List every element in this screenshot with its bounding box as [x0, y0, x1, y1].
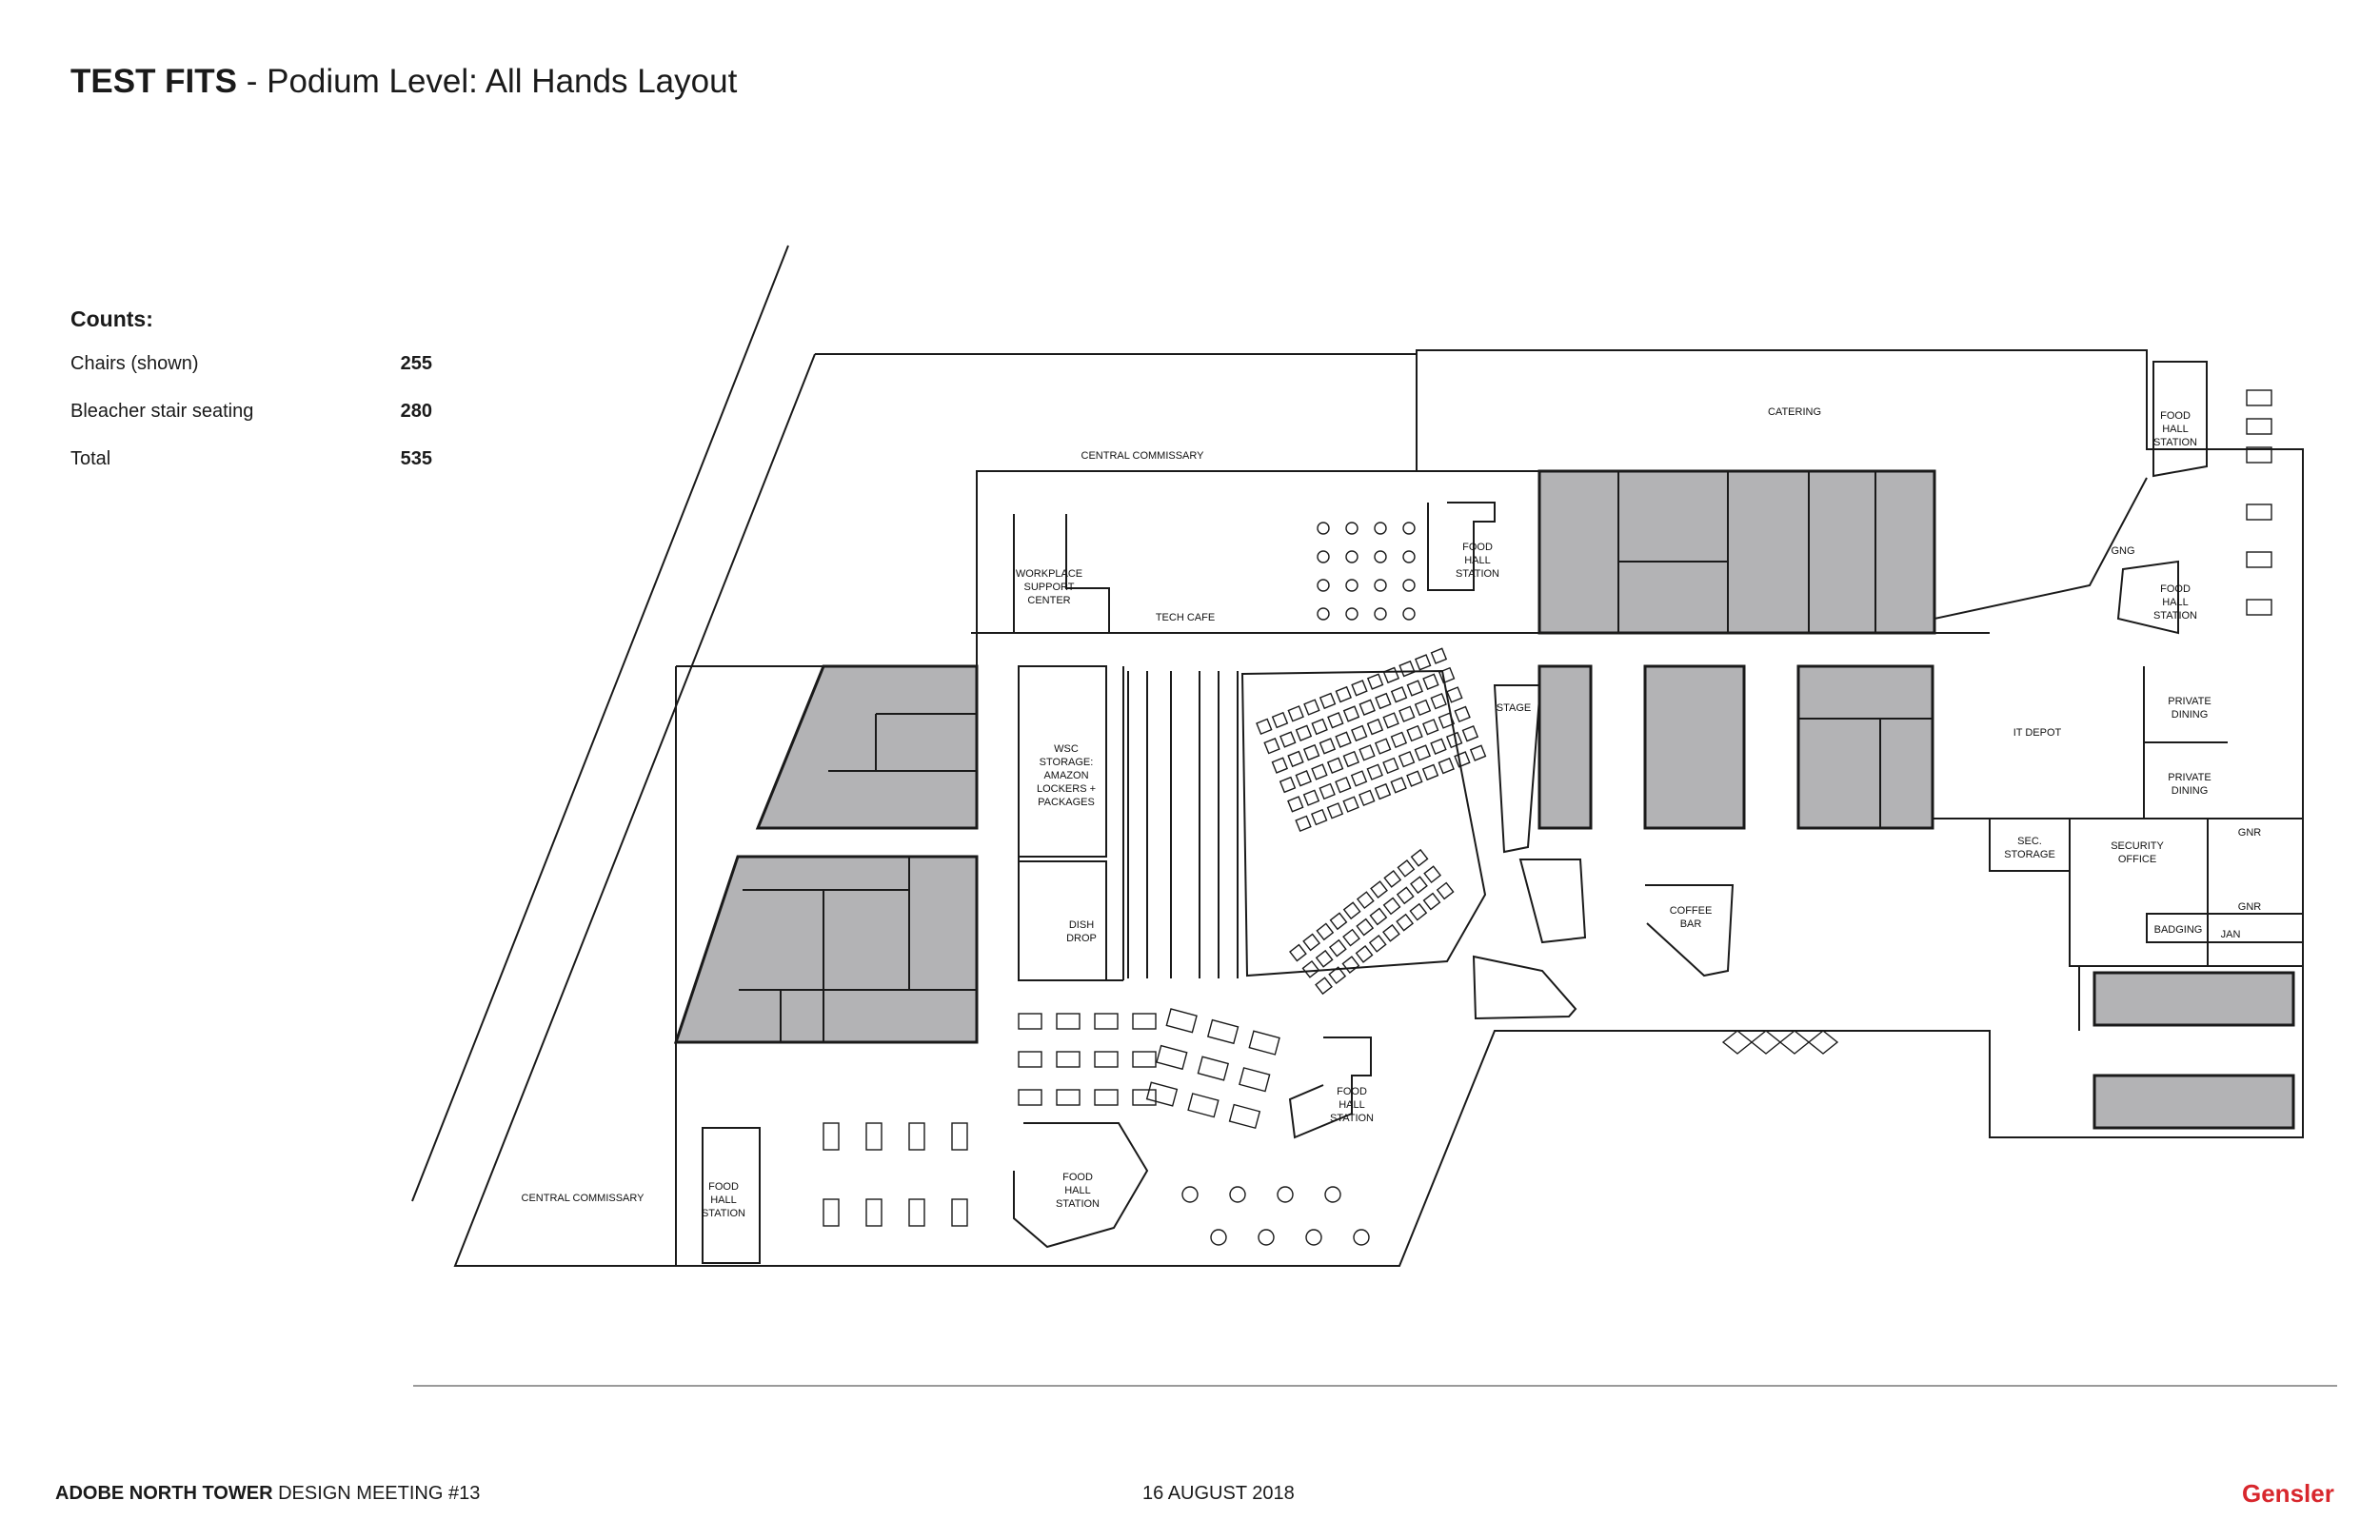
commissary-wall-top: [971, 354, 1418, 634]
core-block-2: [1643, 664, 1746, 830]
footer-divider: [413, 1385, 2337, 1387]
label-stage: STAGE: [1497, 702, 1531, 714]
label-central-commissary-top: CENTRAL COMMISSARY: [1081, 450, 1205, 462]
count-value: 255: [400, 353, 432, 374]
site-boundary-line: [411, 245, 789, 1202]
core-block-west-upper: [755, 664, 979, 830]
count-value: 535: [400, 448, 432, 469]
footer-project-name: ADOBE NORTH TOWER: [55, 1483, 273, 1504]
counts-panel: Counts: Chairs (shown) 255 Bleacher stair…: [70, 306, 432, 496]
label-badging: BADGING: [2154, 924, 2203, 936]
seating-bowl-outline: [1240, 669, 1487, 977]
core-block-1: [1537, 664, 1593, 830]
label-jan: JAN: [2221, 929, 2241, 940]
label-gnr-1: GNR: [2238, 827, 2262, 839]
page-title: TEST FITS - Podium Level: All Hands Layo…: [70, 63, 737, 101]
count-label: Total: [70, 448, 111, 469]
footer-meeting: DESIGN MEETING #13: [272, 1483, 481, 1504]
core-block-east-2: [2092, 1074, 2295, 1130]
footer-date: 16 AUGUST 2018: [1142, 1483, 1295, 1504]
title-bold: TEST FITS: [70, 63, 237, 100]
label-it-depot: IT DEPOT: [2013, 727, 2062, 739]
label-sec-storage: SEC.STORAGE: [2004, 836, 2055, 860]
stage: [1493, 684, 1542, 854]
label-gng: GNG: [2111, 545, 2134, 557]
core-block-north: [1537, 469, 1936, 635]
count-row-total: Total 535: [70, 448, 432, 496]
building-outline: [453, 349, 2304, 1267]
core-block-west-lower: [673, 855, 979, 1044]
title-rest: - Podium Level: All Hands Layout: [237, 63, 738, 100]
label-gnr-2: GNR: [2238, 901, 2262, 913]
footer-project: ADOBE NORTH TOWER DESIGN MEETING #13: [55, 1483, 480, 1505]
count-row-bleacher: Bleacher stair seating 280: [70, 401, 432, 448]
counts-heading: Counts:: [70, 306, 153, 331]
count-label: Chairs (shown): [70, 353, 199, 374]
label-central-commissary-bottom: CENTRAL COMMISSARY: [522, 1193, 645, 1204]
gensler-logo: Gensler: [2242, 1479, 2334, 1508]
count-label: Bleacher stair seating: [70, 401, 254, 422]
count-row-chairs: Chairs (shown) 255: [70, 353, 432, 401]
count-value: 280: [400, 401, 432, 422]
core-block-east-1: [2092, 971, 2295, 1027]
label-tech-cafe: TECH CAFE: [1156, 612, 1215, 623]
core-block-3: [1796, 664, 1934, 830]
label-catering: CATERING: [1768, 406, 1821, 418]
